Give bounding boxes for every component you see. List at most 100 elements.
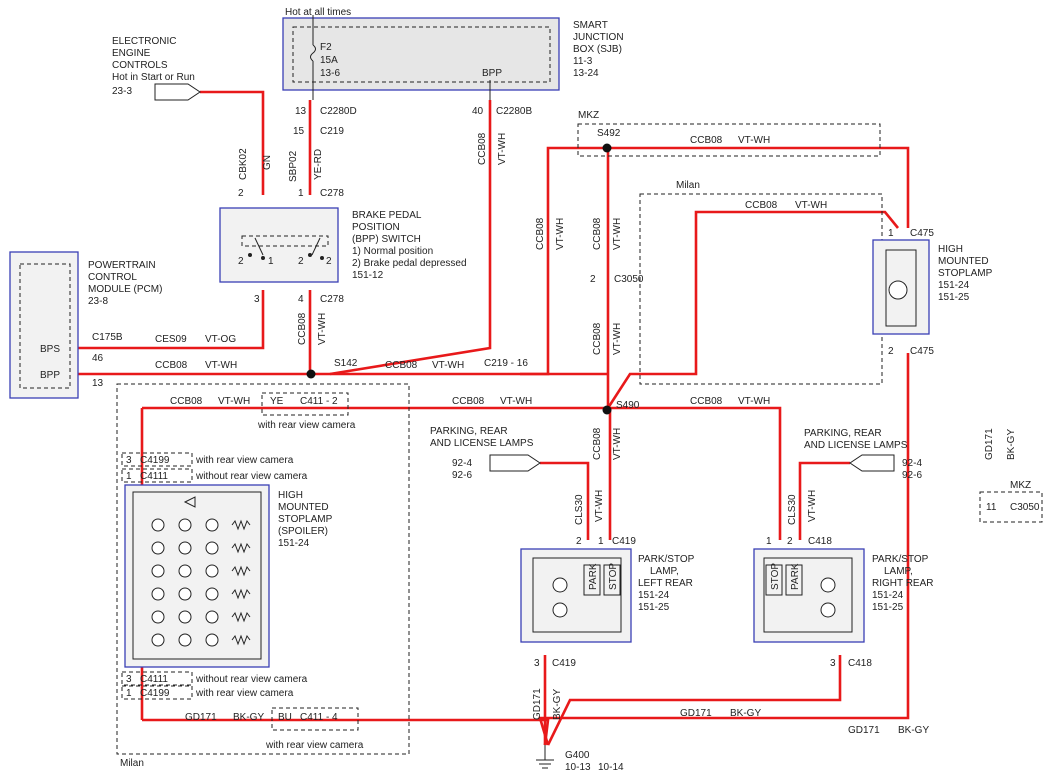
svg-text:PARKING, REAR: PARKING, REAR [430,426,508,437]
led-icon [820,577,836,593]
svg-text:Milan: Milan [120,758,144,769]
svg-text:BPS: BPS [40,344,60,355]
svg-text:POWERTRAIN: POWERTRAIN [88,260,156,271]
svg-text:YE-RD: YE-RD [313,149,324,180]
svg-text:HIGH: HIGH [278,490,303,501]
svg-text:10-13: 10-13 [565,762,591,773]
parking-lamps-left: PARKING, REAR AND LICENSE LAMPS 92-4 92-… [430,426,541,481]
park-stop-lamp-left: PARK STOP PARK/STOP LAMP, LEFT REAR 151-… [520,548,695,643]
svg-text:GD171: GD171 [984,428,995,460]
svg-text:BRAKE PEDAL: BRAKE PEDAL [352,210,422,221]
svg-text:13-24: 13-24 [573,68,599,79]
svg-text:C411 - 4: C411 - 4 [300,712,338,723]
svg-text:(BPP) SWITCH: (BPP) SWITCH [352,234,421,245]
svg-text:CBK02: CBK02 [238,148,249,180]
svg-text:13: 13 [295,106,307,117]
parking-lamps-right: PARKING, REAR AND LICENSE LAMPS 92-4 92-… [804,428,922,481]
svg-text:CLS30: CLS30 [574,494,585,525]
svg-text:2: 2 [787,536,793,547]
svg-text:STOP: STOP [770,563,781,590]
svg-text:CCB08: CCB08 [385,360,418,371]
park-stop-lamp-right: STOP PARK PARK/STOP LAMP, RIGHT REAR 151… [753,548,934,643]
svg-text:STOPLAMP: STOPLAMP [278,514,333,525]
svg-text:GD171: GD171 [532,688,543,720]
svg-text:2: 2 [238,188,244,199]
mkz-box [577,123,881,157]
svg-text:151-25: 151-25 [872,602,904,613]
svg-text:VT-OG: VT-OG [205,334,236,345]
svg-text:92-4: 92-4 [452,458,472,469]
svg-text:C418: C418 [808,536,832,547]
svg-text:SBP02: SBP02 [288,150,299,182]
svg-text:VT-WH: VT-WH [612,218,623,250]
led-array [151,518,251,647]
svg-text:C418: C418 [848,658,872,669]
led-icon [552,577,568,593]
svg-text:C419: C419 [612,536,636,547]
svg-text:AND LICENSE LAMPS: AND LICENSE LAMPS [804,440,908,451]
svg-text:LEFT REAR: LEFT REAR [638,578,693,589]
svg-text:MKZ: MKZ [1010,480,1031,491]
pcm-module: POWERTRAIN CONTROL MODULE (PCM) 23-8 BPS… [9,251,162,399]
svg-text:3: 3 [254,294,260,305]
svg-text:CCB08: CCB08 [745,200,778,211]
svg-text:CES09: CES09 [155,334,187,345]
svg-text:PARK/STOP: PARK/STOP [872,554,929,565]
svg-text:LAMP,: LAMP, [650,566,679,577]
svg-text:92-6: 92-6 [902,470,922,481]
svg-text:VT-WH: VT-WH [612,323,623,355]
svg-text:C4199: C4199 [140,688,170,699]
milan-box-upper [639,193,883,385]
svg-text:C475: C475 [910,346,934,357]
svg-text:MKZ: MKZ [578,110,599,121]
ground-g400: G400 10-13 10-14 [536,745,624,773]
svg-text:VT-WH: VT-WH [555,218,566,250]
svg-text:VT-WH: VT-WH [205,360,237,371]
svg-text:C411 - 2: C411 - 2 [300,396,338,407]
svg-text:with rear view camera: with rear view camera [257,420,356,431]
svg-text:with rear view camera: with rear view camera [195,688,294,699]
svg-text:with rear view camera: with rear view camera [265,740,364,751]
svg-text:151-25: 151-25 [638,602,670,613]
svg-text:CCB08: CCB08 [690,135,723,146]
svg-text:2: 2 [576,536,582,547]
svg-text:92-4: 92-4 [902,458,922,469]
svg-text:151-25: 151-25 [938,292,970,303]
svg-text:15: 15 [293,126,305,137]
svg-text:CCB08: CCB08 [170,396,203,407]
svg-text:VT-WH: VT-WH [738,135,770,146]
svg-text:POSITION: POSITION [352,222,400,233]
svg-text:GD171: GD171 [185,712,217,723]
svg-text:CCB08: CCB08 [452,396,485,407]
bulb-icon [888,280,908,300]
fuse-icon [310,44,316,62]
spoiler-stoplamp: HIGH MOUNTED STOPLAMP (SPOILER) 151-24 [124,484,333,668]
svg-text:40: 40 [472,106,484,117]
svg-text:ENGINE: ENGINE [112,48,151,59]
svg-text:151-24: 151-24 [938,280,970,291]
svg-text:3: 3 [126,674,132,685]
svg-text:C3050: C3050 [1010,502,1040,513]
svg-text:151-24: 151-24 [278,538,310,549]
svg-text:PARK/STOP: PARK/STOP [638,554,695,565]
svg-text:G400: G400 [565,750,590,761]
svg-text:AND LICENSE LAMPS: AND LICENSE LAMPS [430,438,534,449]
milan-box-lower [116,383,410,755]
svg-text:CCB08: CCB08 [535,217,546,250]
led-icon [552,602,568,618]
svg-text:1: 1 [766,536,772,547]
svg-text:1: 1 [126,688,132,699]
svg-text:PARK: PARK [790,563,801,590]
svg-text:3: 3 [126,455,132,466]
svg-text:15A: 15A [320,55,338,66]
svg-text:13-6: 13-6 [320,68,340,79]
svg-text:STOP: STOP [608,563,619,590]
svg-text:C4111: C4111 [140,471,168,482]
svg-text:2: 2 [590,274,596,285]
svg-text:C278: C278 [320,294,344,305]
svg-text:without rear view camera: without rear view camera [195,674,308,685]
svg-text:CCB08: CCB08 [155,360,188,371]
svg-text:3: 3 [830,658,836,669]
svg-text:S492: S492 [597,128,621,139]
